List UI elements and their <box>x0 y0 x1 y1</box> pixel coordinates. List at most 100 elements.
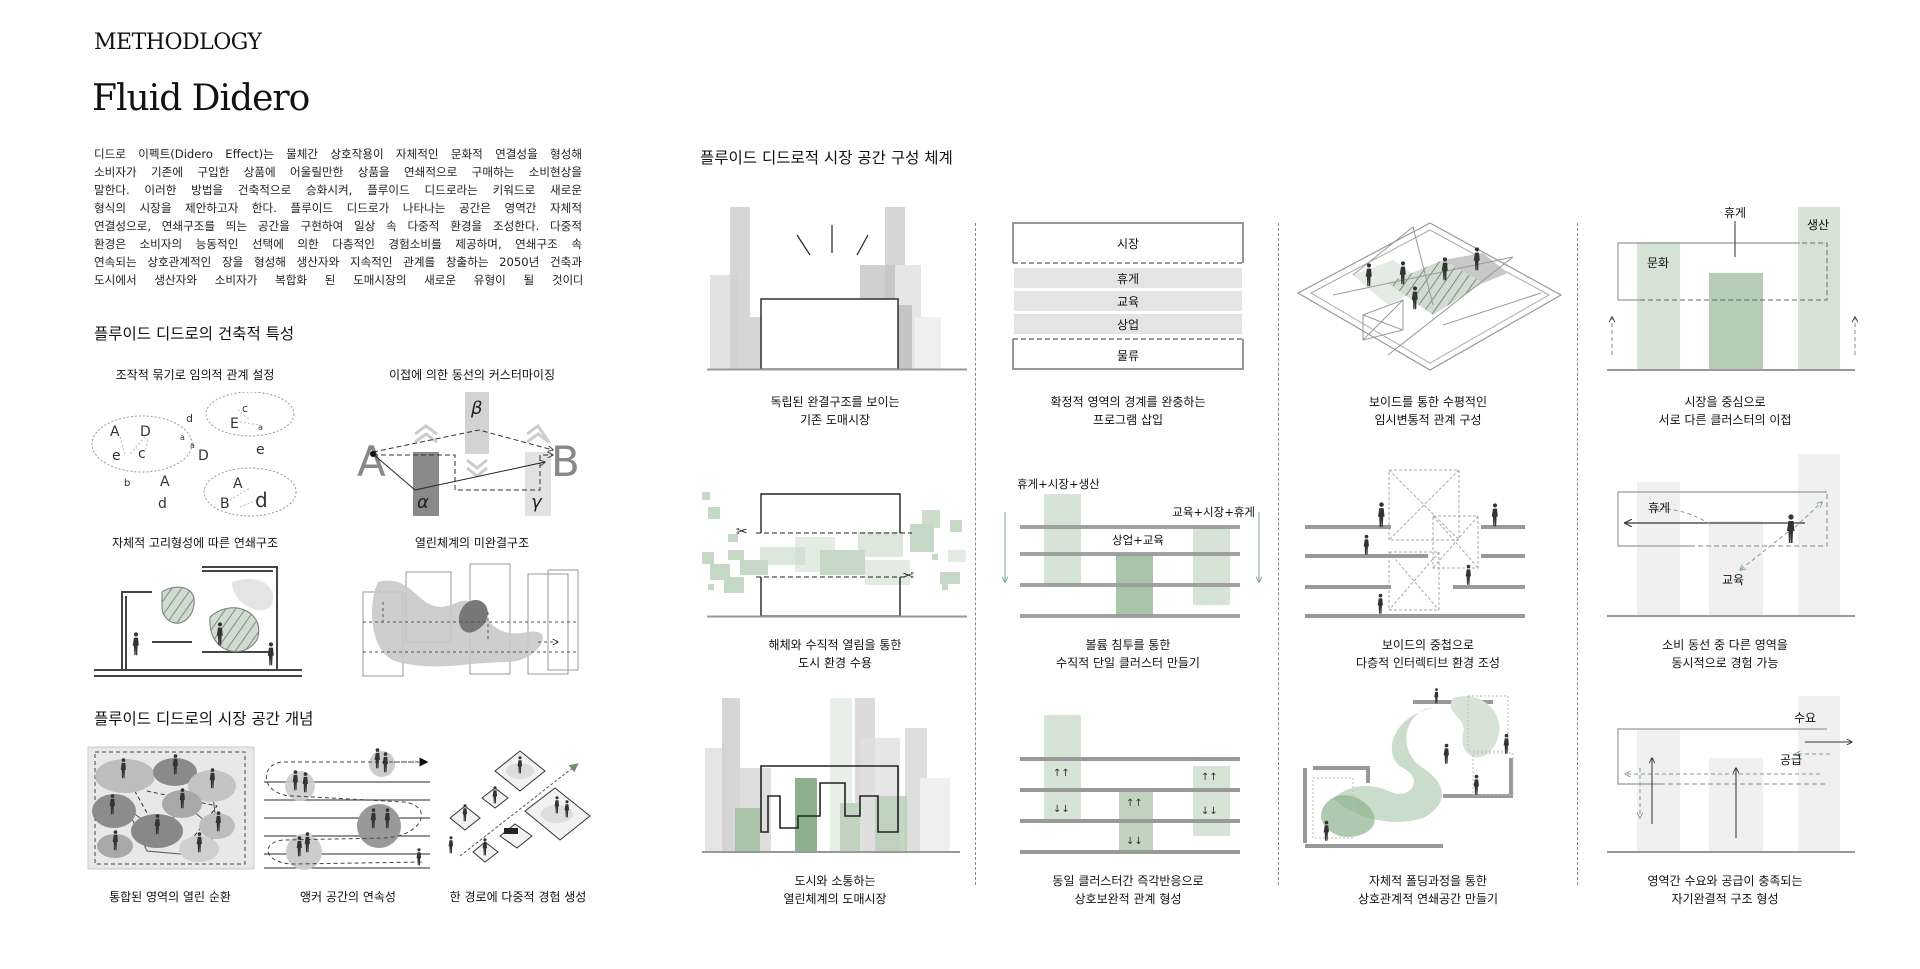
existing-market-diagram <box>707 207 967 371</box>
svg-text:휴게+시장+생산: 휴게+시장+생산 <box>1017 477 1100 491</box>
complementary-relation-diagram: ↑↑ ↓↓ ↑↑ ↓↓ ↑↑ ↓↓ <box>1020 715 1240 854</box>
characteristics-heading: 플루이드 디드로의 건축적 특성 <box>94 325 295 343</box>
svg-text:시장: 시장 <box>1117 237 1139 251</box>
dismantle-open-diagram: ✂✂ <box>702 492 967 618</box>
section-eyebrow: METHODLOGY <box>94 30 262 55</box>
svg-text:교육: 교육 <box>1117 295 1139 309</box>
intro-line: 디드로 이펙트(Didero Effect)는 물체간 상호작용이 자체적인 문… <box>94 147 582 161</box>
svg-text:휴게: 휴게 <box>1117 272 1139 286</box>
void-horizontal-relation-diagram <box>1296 222 1563 371</box>
svg-text:α: α <box>417 492 429 513</box>
svg-text:a: a <box>190 441 195 450</box>
multiple-experience-route-diagram <box>448 750 591 863</box>
intro-line: 말한다. 이러한 방법을 건축적으로 승화시켜, 플루이드 디드로라는 키워드로… <box>94 183 582 197</box>
svg-text:b: b <box>124 478 130 489</box>
svg-text:B: B <box>551 437 580 486</box>
grouping-letters-diagram: A D e c d E c a a D e b A d A B d a <box>91 392 297 517</box>
svg-text:d: d <box>255 488 268 512</box>
svg-text:↓↓: ↓↓ <box>1126 836 1143 847</box>
svg-text:↓↓: ↓↓ <box>1201 806 1218 817</box>
svg-text:공급: 공급 <box>1780 753 1802 767</box>
system-heading: 플루이드 디드로적 시장 공간 구성 체계 <box>700 149 953 167</box>
intro-line: 도시에서 생산자와 소비자가 복합화 된 도매시장의 새로운 유형이 될 것이다… <box>94 273 582 287</box>
integrated-circulation-diagram <box>87 746 255 870</box>
svg-text:물류: 물류 <box>1117 349 1139 363</box>
column-divider <box>975 223 976 885</box>
svg-text:상업+교육: 상업+교육 <box>1112 533 1164 547</box>
svg-text:교육+시장+휴게: 교육+시장+휴게 <box>1172 505 1255 519</box>
diagram-caption: 한 경로에 다중적 경험 생성 <box>449 890 587 904</box>
svg-text:↑↑: ↑↑ <box>1201 772 1218 783</box>
svg-text:↑↑: ↑↑ <box>1053 768 1070 779</box>
diagram-caption: 자체적 고리형성에 따른 연쇄구조 <box>111 536 278 550</box>
diagram-caption: 열린체계의 미완결구조 <box>414 536 530 550</box>
svg-text:↑↑: ↑↑ <box>1126 798 1143 809</box>
svg-text:교육: 교육 <box>1722 573 1744 587</box>
svg-text:상업: 상업 <box>1117 318 1139 332</box>
svg-text:E: E <box>230 416 239 432</box>
intro-line: 소비자가 기존에 구입한 상품에 어울릴만한 상품을 연쇄적으로 구매하는 소비… <box>94 165 582 179</box>
open-market-diagram <box>702 698 960 853</box>
intro-line: 환경은 소비자의 능동적인 선택에 의한 다층적인 경험소비를 제공하며, 연쇄… <box>94 237 582 251</box>
disjunction-flow-diagram: A B α β γ <box>357 392 580 516</box>
intro-line: 형식의 시장을 제안하고자 한다. 플루이드 디드로가 나타나는 공간은 영역간… <box>94 201 582 215</box>
scissors-icon: ✂ <box>902 566 914 582</box>
diagram-caption: 이접에 의한 동선의 커스터마이징 <box>388 368 555 382</box>
svg-text:B: B <box>220 496 230 512</box>
svg-text:D: D <box>140 424 151 440</box>
page-title: Fluid Didero <box>92 78 310 119</box>
svg-text:γ: γ <box>531 492 543 513</box>
self-loop-chain-diagram <box>94 566 302 677</box>
svg-text:A: A <box>160 474 170 490</box>
intro-paragraph: 디드로 이펙트(Didero Effect)는 물체간 상호작용이 자체적인 문… <box>94 145 582 289</box>
svg-text:c: c <box>138 446 146 462</box>
svg-text:e: e <box>112 448 121 464</box>
diagram-caption: 통합된 영역의 열린 순환 <box>109 890 231 904</box>
svg-text:a: a <box>258 423 263 432</box>
svg-text:c: c <box>242 402 248 415</box>
svg-text:A: A <box>233 476 243 492</box>
folding-chain-diagram <box>1303 688 1514 848</box>
svg-text:수요: 수요 <box>1794 711 1816 725</box>
svg-text:D: D <box>198 448 209 464</box>
column-divider <box>1577 223 1578 885</box>
column-divider <box>1278 223 1279 885</box>
svg-text:β: β <box>470 398 483 419</box>
void-overlap-diagram <box>1305 469 1525 618</box>
svg-text:생산: 생산 <box>1807 218 1829 232</box>
svg-text:↓↓: ↓↓ <box>1053 804 1070 815</box>
scissors-icon: ✂ <box>736 524 748 540</box>
open-incomplete-structure-diagram <box>362 563 579 677</box>
svg-text:A: A <box>110 424 120 440</box>
concept-heading: 플루이드 디드로의 시장 공간 개념 <box>94 710 314 728</box>
svg-text:d: d <box>186 412 193 425</box>
anchor-space-continuity-diagram <box>264 748 430 870</box>
svg-text:휴게: 휴게 <box>1648 501 1670 515</box>
svg-text:d: d <box>158 496 167 512</box>
intro-line: 연속되는 상호관계적인 장을 형성해 생산자와 지속적인 관계를 창출하는 20… <box>94 255 582 269</box>
intro-line: 연결성으로, 연쇄구조를 띄는 공간을 구현하여 일상 속 다중적 환경을 조성… <box>94 219 582 233</box>
diagram-caption: 앵커 공간의 연속성 <box>300 890 396 904</box>
svg-text:a: a <box>180 433 185 442</box>
diagram-caption: 조작적 묶기로 임의적 관계 설정 <box>115 368 275 382</box>
svg-text:문화: 문화 <box>1647 256 1669 270</box>
svg-text:휴게: 휴게 <box>1724 206 1746 220</box>
svg-text:e: e <box>256 442 265 458</box>
